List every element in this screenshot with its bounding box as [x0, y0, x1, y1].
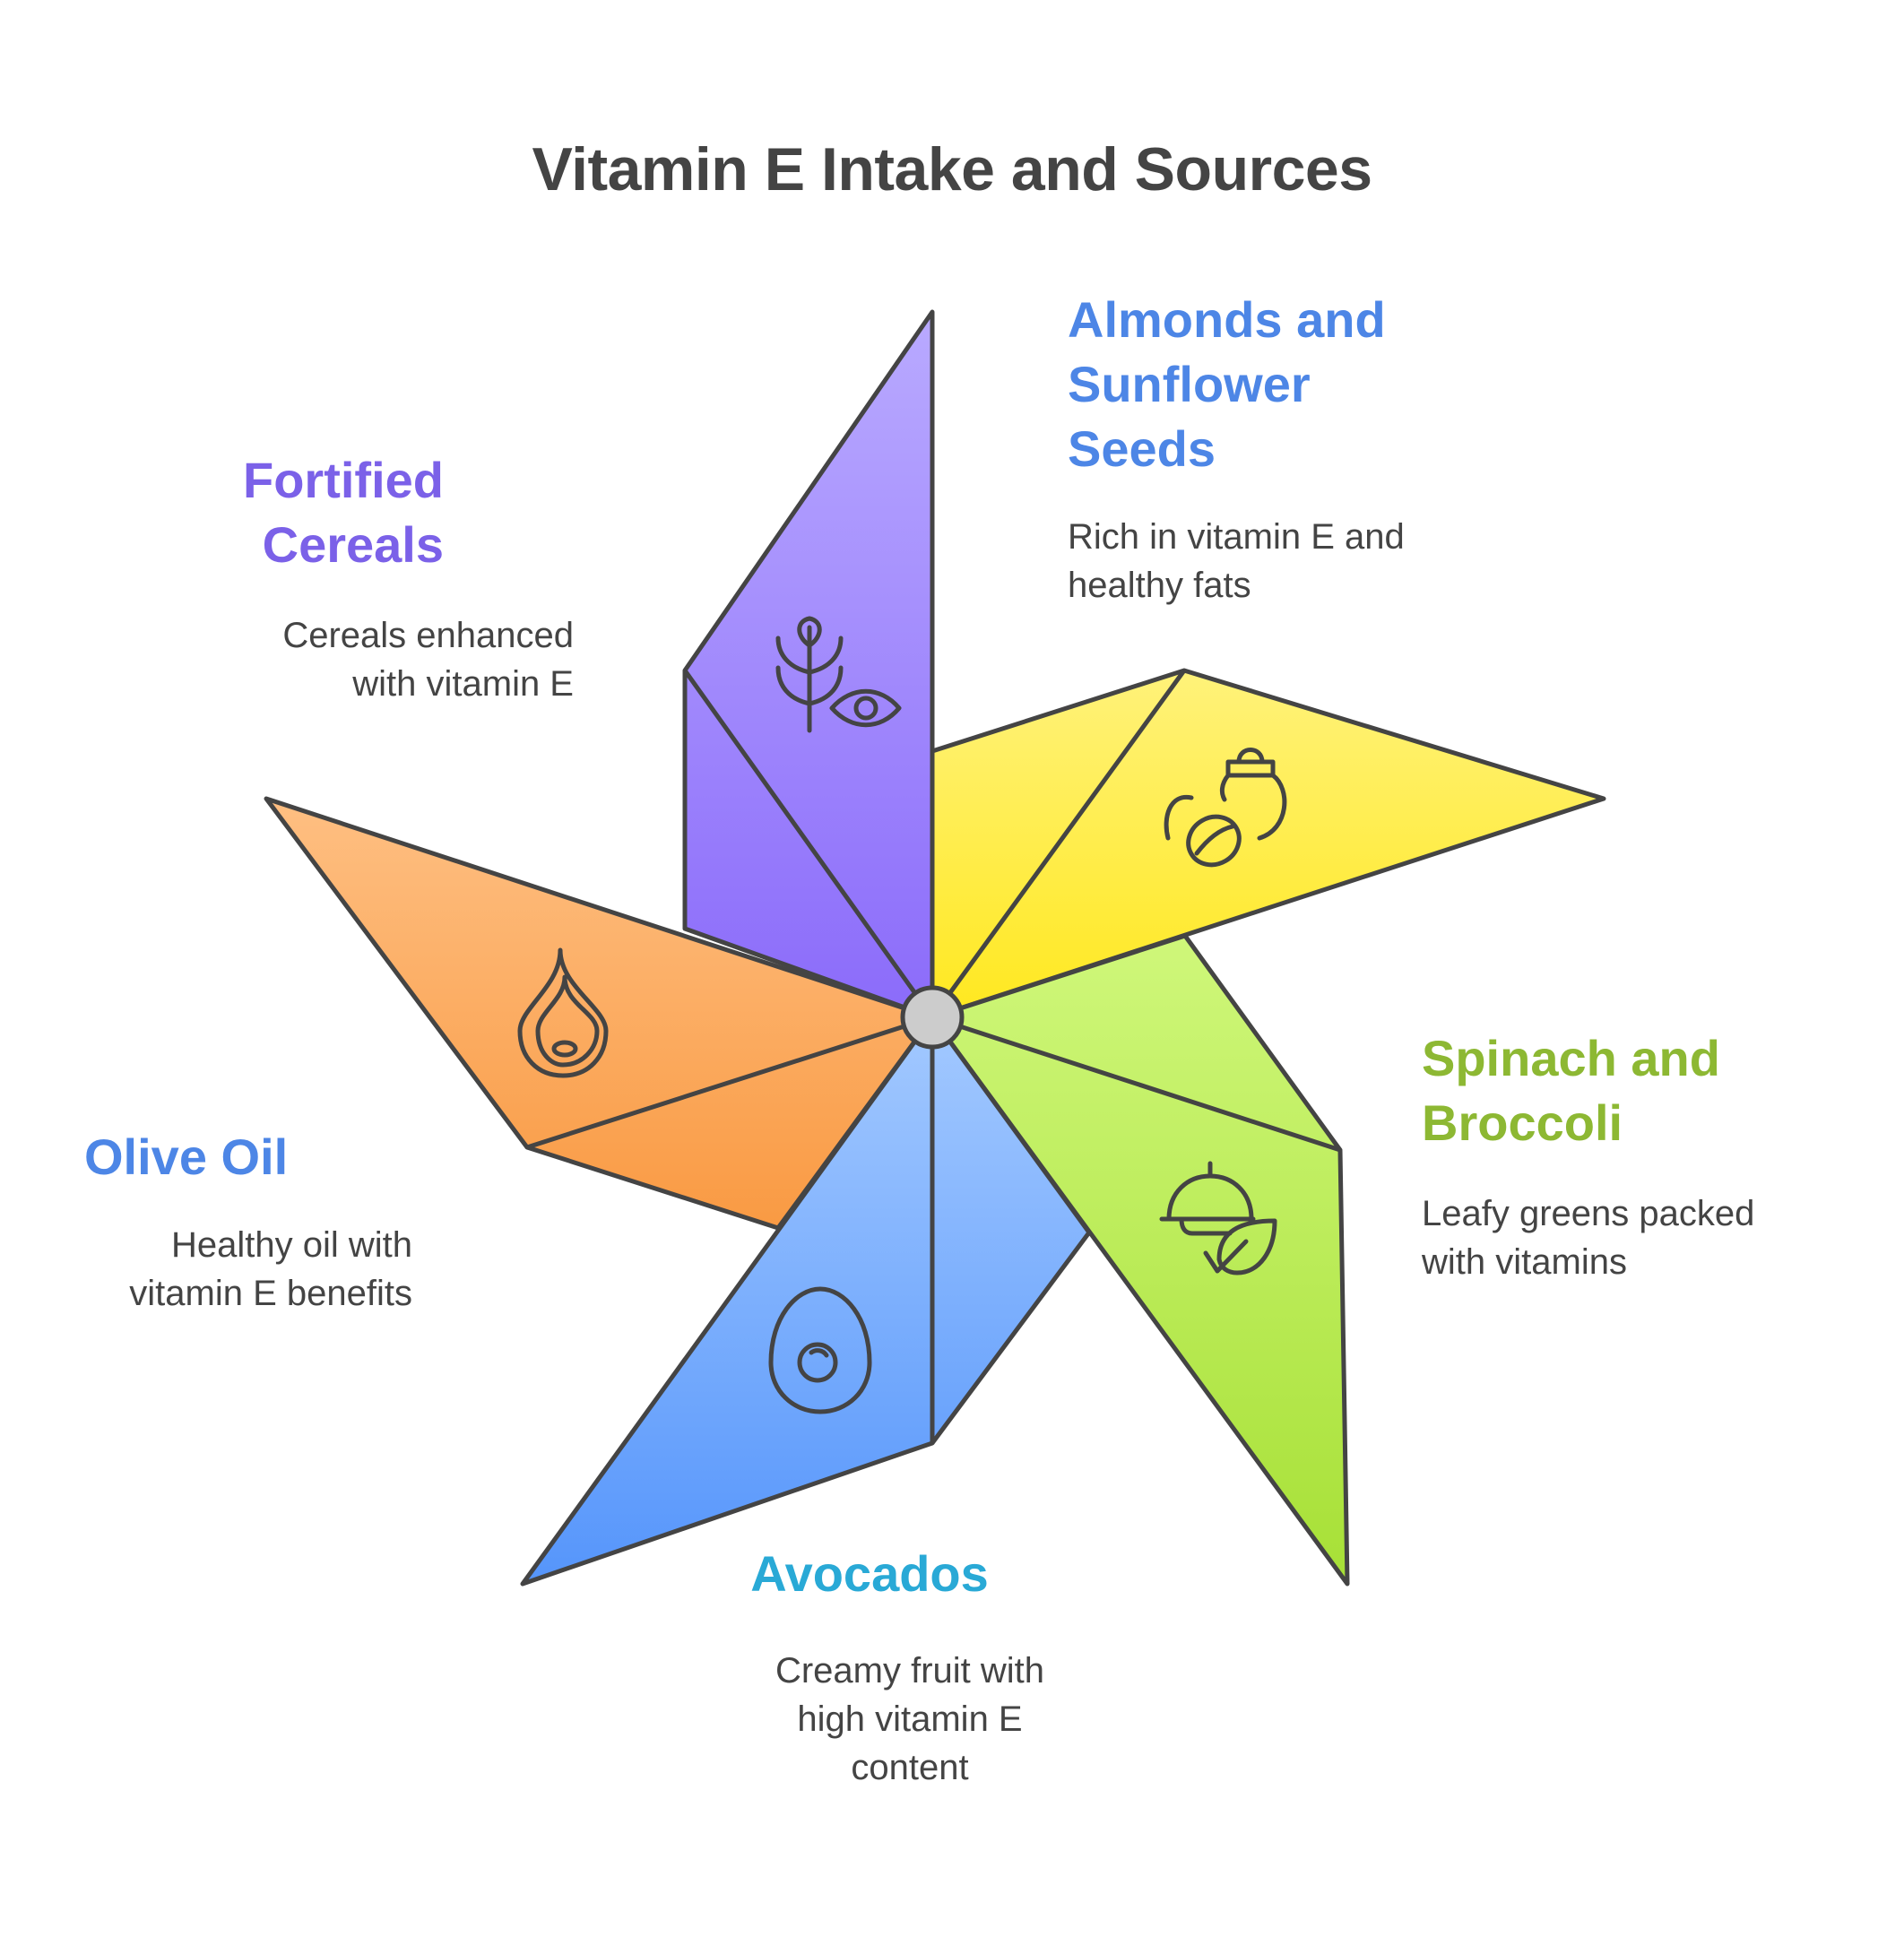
almonds-label: Almonds and Sunflower Seeds: [1068, 288, 1570, 481]
oil-drop-icon: [517, 947, 609, 1078]
spinach-label: Spinach and Broccoli: [1422, 1026, 1870, 1155]
olive-oil-label: Olive Oil: [84, 1125, 443, 1189]
cereals-description-line: with vitamin E: [352, 664, 574, 704]
olive-oil-description: Healthy oil with vitamin E benefits: [54, 1221, 412, 1318]
avocados-label: Avocados: [690, 1542, 1049, 1606]
almonds-description-line: healthy fats: [1068, 566, 1251, 605]
leafy-bowl-icon: [1159, 1161, 1277, 1275]
cereals-label: Fortified Cereals: [134, 448, 444, 577]
cereals-description: Cereals enhanced with vitamin E: [134, 611, 574, 708]
almonds-label-line: Sunflower: [1068, 356, 1311, 412]
cereals-label-line: Cereals: [262, 516, 444, 573]
cereals-label-line: Fortified: [243, 452, 444, 508]
spinach-description-line: Leafy greens packed: [1422, 1194, 1755, 1233]
seeds-jar-icon: [1164, 748, 1287, 868]
almonds-label-line: Seeds: [1068, 420, 1216, 477]
page-title: Vitamin E Intake and Sources: [532, 135, 1372, 203]
avocados-description-line: Creamy fruit with: [775, 1651, 1045, 1691]
avocado-icon: [768, 1286, 872, 1414]
almonds-description-line: Rich in vitamin E and: [1068, 517, 1405, 557]
spinach-label-line: Broccoli: [1422, 1094, 1623, 1151]
avocados-description-line: content: [851, 1748, 969, 1787]
almonds-blade: [930, 668, 1606, 1020]
olive-oil-label-line: Olive Oil: [84, 1128, 289, 1185]
avocados-description-line: high vitamin E: [797, 1699, 1023, 1739]
cereals-description-line: Cereals enhanced: [282, 616, 574, 655]
wheat-and-eye-icon: [775, 616, 902, 733]
spinach-description: Leafy greens packed with vitamins: [1422, 1189, 1888, 1286]
center-hub: [900, 985, 965, 1050]
avocados-description: Creamy fruit with high vitamin E content: [717, 1647, 1103, 1792]
olive-oil-description-line: vitamin E benefits: [129, 1274, 412, 1313]
olive-oil-description-line: Healthy oil with: [170, 1225, 412, 1265]
avocados-label-line: Avocados: [750, 1545, 989, 1602]
spinach-label-line: Spinach and: [1422, 1030, 1720, 1086]
spinach-description-line: with vitamins: [1422, 1242, 1627, 1282]
almonds-label-line: Almonds and: [1068, 291, 1386, 348]
almonds-description: Rich in vitamin E and healthy fats: [1068, 513, 1605, 610]
